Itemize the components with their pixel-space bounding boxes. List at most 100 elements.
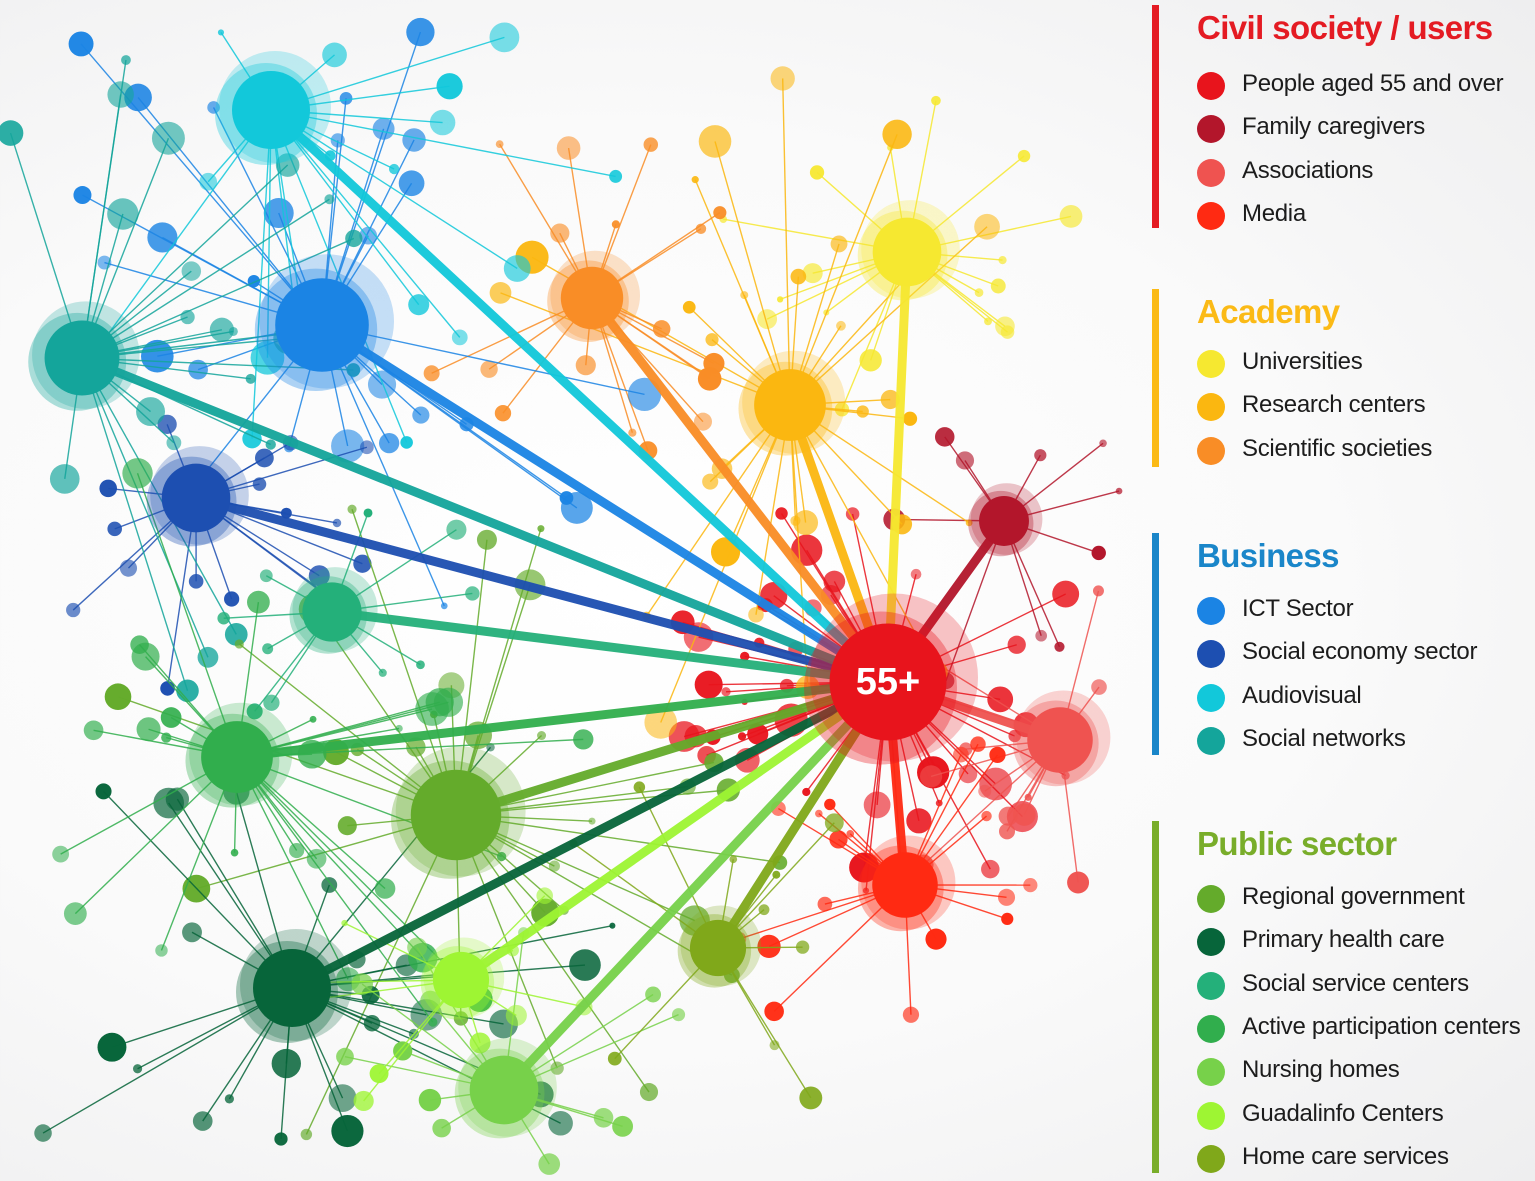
spoke-end-dot [693, 412, 712, 431]
spoke-end-dot [1017, 149, 1031, 163]
spoke-line [236, 701, 449, 758]
spoke-end-dot [83, 720, 104, 741]
spoke-line [251, 109, 272, 439]
spoke-end-dot [790, 515, 801, 526]
spoke-end-dot [429, 109, 456, 136]
connection-link [456, 677, 893, 985]
spoke-line [789, 134, 898, 406]
spoke-end-dot [122, 458, 153, 489]
spoke-end-dot [925, 928, 947, 950]
spoke-end-dot [451, 329, 468, 346]
spoke-end-dot [321, 877, 338, 893]
spoke-end-dot [863, 791, 891, 819]
spoke-end-dot [52, 845, 70, 863]
spoke-end-dot [247, 590, 270, 614]
hub-audiovisual [232, 71, 310, 149]
spoke-end-dot [331, 1114, 364, 1148]
legend-item-label: People aged 55 and over [1242, 70, 1504, 97]
spoke-line [9, 132, 83, 359]
spoke-end-dot [353, 1090, 374, 1112]
spoke-end-dot [224, 623, 248, 646]
spoke-end-dot [1099, 439, 1107, 448]
spoke-end-dot [188, 574, 204, 589]
spoke-end-dot [347, 504, 357, 514]
connection-link [327, 607, 893, 687]
spoke-end-dot [548, 1110, 573, 1136]
spoke-end-dot [705, 333, 719, 347]
spoke-line [455, 528, 542, 816]
legend-item: Nursing homes [1197, 1054, 1535, 1090]
legend-group-bar [1152, 821, 1159, 1173]
spoke-end-dot [830, 235, 848, 253]
spoke-end-dot [217, 611, 230, 625]
spoke-end-dot [987, 686, 1014, 713]
legend-item-label: Associations [1242, 156, 1374, 184]
spoke-end-dot [829, 830, 848, 849]
spoke-end-dot [263, 197, 294, 228]
spoke-end-dot [910, 568, 922, 580]
spoke-end-dot [446, 519, 467, 540]
spoke-line [455, 539, 488, 816]
spoke-end-dot [550, 223, 570, 243]
spoke-line [270, 109, 420, 306]
spoke-line [236, 756, 349, 980]
hub-social-service [302, 582, 362, 642]
spoke-end-dot [155, 944, 168, 957]
spoke-end-dot [147, 222, 178, 253]
spoke-end-dot [593, 1107, 614, 1128]
spoke-line [321, 324, 645, 396]
legend-group-bar [1152, 289, 1159, 467]
spoke-end-dot [406, 17, 435, 47]
spoke-end-dot [245, 373, 256, 384]
spoke-end-dot [880, 389, 900, 410]
spoke-end-dot [836, 320, 846, 331]
spoke-line [789, 404, 809, 688]
legend-item: Social economy sector [1197, 636, 1535, 672]
legend-item: Social networks [1197, 723, 1535, 759]
spoke-end-dot [480, 360, 498, 378]
spoke-end-dot [407, 937, 428, 958]
spoke-end-dot [537, 525, 545, 533]
legend-group-bar [1152, 5, 1159, 228]
spoke-end-dot [339, 91, 353, 105]
spoke-end-dot [131, 642, 160, 671]
spoke-end-dot [989, 746, 1006, 764]
spoke-end-dot [978, 784, 992, 798]
spoke-end-dot [224, 591, 240, 607]
spoke-line [236, 756, 424, 959]
spoke-line [638, 786, 719, 949]
connection-link [587, 293, 893, 687]
spoke-end-dot [160, 707, 182, 728]
spoke-line [717, 822, 835, 949]
spoke-end-dot [747, 723, 769, 745]
spoke-end-dot [465, 586, 480, 601]
spoke-end-dot [713, 206, 727, 220]
legend-item-label: Research centers [1242, 391, 1426, 419]
spoke-end-dot [998, 255, 1007, 265]
spoke-end-dot [1035, 629, 1048, 642]
spoke-end-dot [611, 220, 620, 229]
spoke-line [945, 520, 1005, 682]
connection-link [266, 105, 893, 687]
spoke-end-dot [931, 95, 941, 106]
spoke-end-dot [799, 1086, 823, 1110]
spoke-end-dot [1008, 729, 1021, 743]
spoke-end-dot [671, 1008, 686, 1022]
legend-dot [1197, 201, 1225, 230]
legend-item: Scientific societies [1197, 433, 1535, 469]
spoke-end-dot [809, 165, 825, 180]
spoke-end-dot [432, 1118, 451, 1138]
legend-dot [1197, 1144, 1225, 1173]
hub-universities [872, 217, 942, 287]
spoke-end-dot [496, 851, 507, 862]
spoke-end-dot [795, 940, 810, 954]
spoke-line [103, 790, 293, 989]
legend-dot [1197, 928, 1225, 957]
spoke-end-dot [573, 729, 594, 750]
hub-ict-sector [275, 278, 369, 372]
spoke-end-dot [322, 42, 347, 68]
spoke-end-dot [990, 278, 1006, 294]
spoke-end-dot [119, 559, 138, 577]
spoke-end-dot [406, 737, 426, 757]
